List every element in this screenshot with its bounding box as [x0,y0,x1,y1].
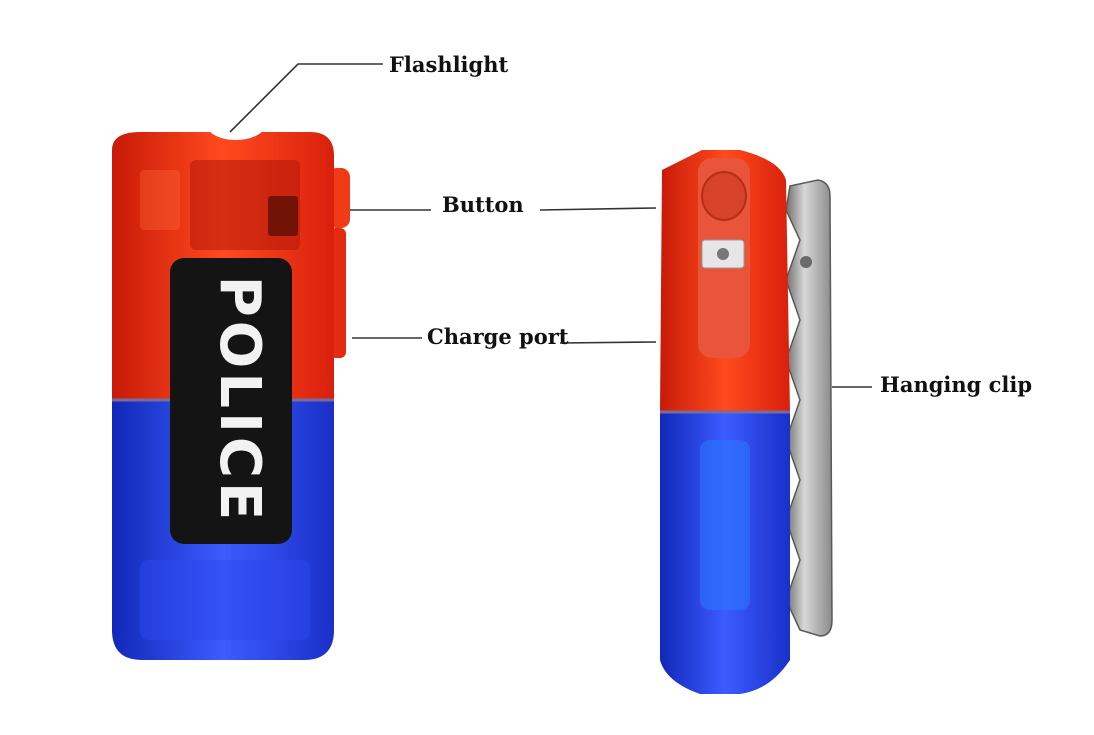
led-chip [268,196,298,236]
reflector-blue [140,560,310,640]
police-badge [170,258,292,544]
blue-lens [700,440,750,610]
top-switch-knob [701,171,747,221]
front-view-device: POLICE [112,132,350,660]
reflector-red [140,170,180,230]
label-flashlight: Flashlight [389,52,509,77]
side-view-device [660,150,833,694]
label-charge-port: Charge port [427,324,569,349]
top-switch-screw [717,248,729,260]
police-badge-text: POLICE [207,276,272,525]
hanging-clip [785,179,833,637]
label-hanging-clip: Hanging clip [880,372,1033,397]
leader-lines [229,63,872,388]
leader-flashlight [229,63,383,133]
label-button: Button [442,192,524,217]
leader-button-right [539,207,657,211]
clip-rivet [800,256,812,268]
leader-charge-right [559,341,657,344]
